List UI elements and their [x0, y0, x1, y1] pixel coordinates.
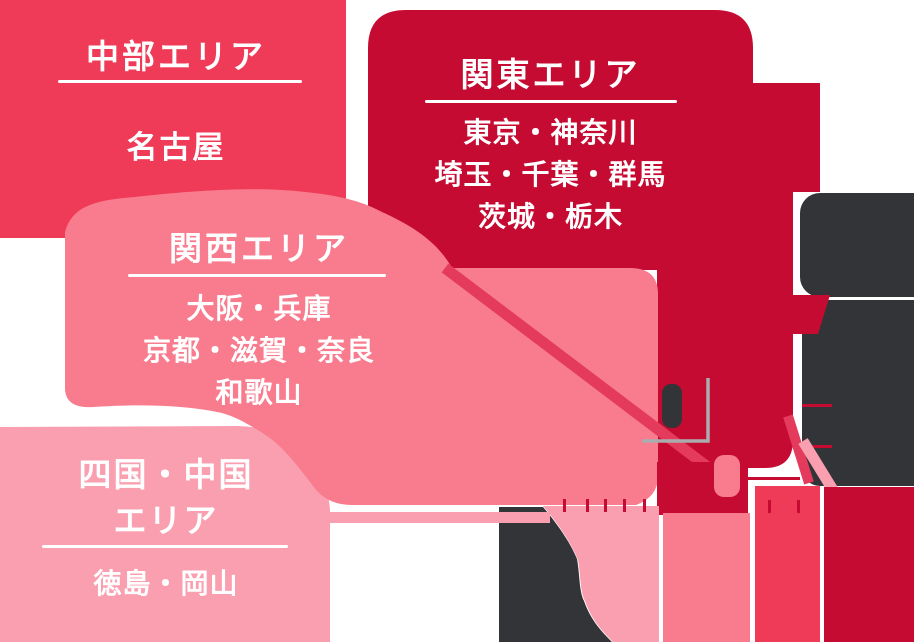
kansai-area-shape [65, 189, 658, 505]
prefecture-border-line [740, 477, 800, 480]
chubu-map-region [755, 486, 820, 642]
shikoku-leader-line [328, 512, 550, 523]
uncovered-region-northeast [800, 193, 914, 297]
kanto-leader-line [441, 263, 742, 495]
map-red-diagonal [783, 414, 814, 485]
chubu-area-shape [0, 0, 346, 238]
uncovered-region-southwest [499, 507, 612, 642]
tokyo-bay-marker [662, 384, 682, 428]
uncovered-region-east [802, 300, 914, 486]
kanto-area-shape [368, 10, 820, 468]
prefecture-border-ticks [563, 499, 800, 513]
grey-leader-line [642, 378, 710, 443]
map-pink-diagonal [798, 438, 838, 493]
prefecture-border-line [802, 404, 832, 407]
kanto-map-region [824, 487, 914, 642]
shikoku-chugoku-area-shape [0, 426, 330, 642]
prefecture-border-line [740, 455, 743, 479]
prefecture-border-line [802, 445, 832, 448]
kansai-map-fragment [714, 455, 740, 497]
prefecture-border-wedge [791, 295, 830, 334]
shikoku-map-region [543, 506, 659, 642]
kansai-map-region [663, 513, 750, 642]
